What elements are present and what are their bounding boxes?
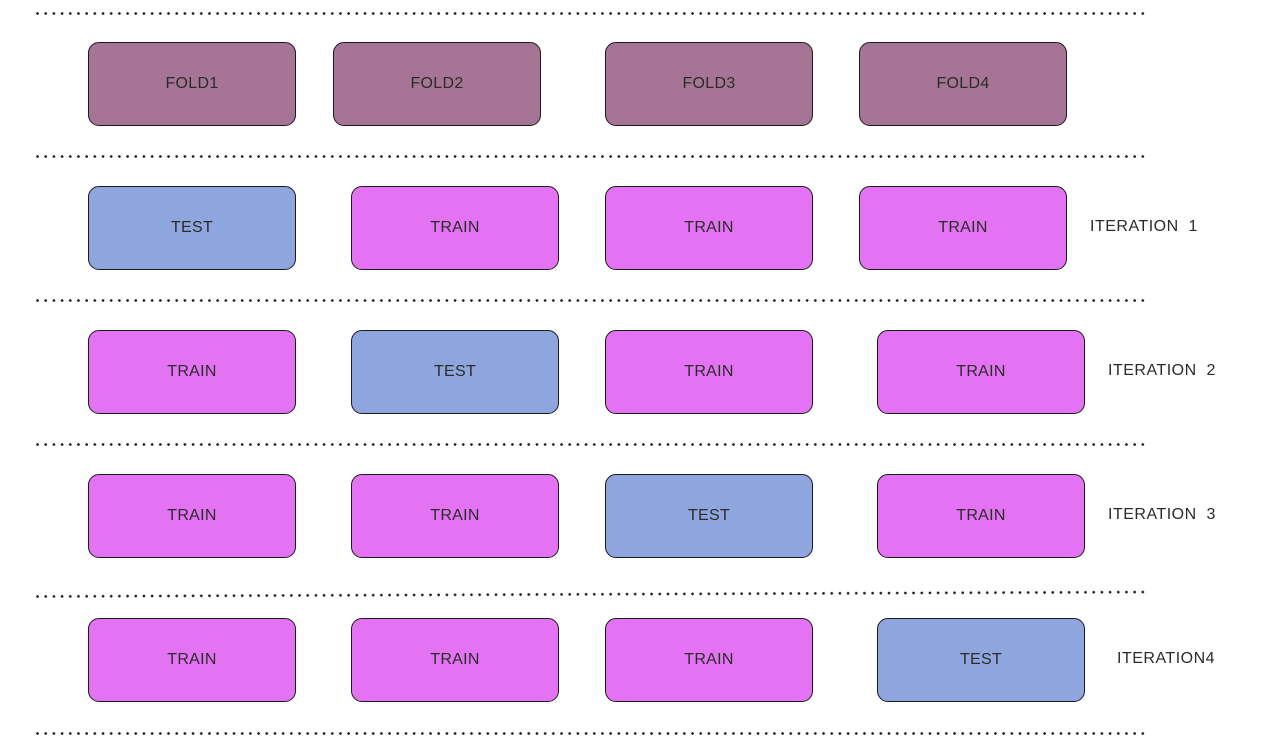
train-box: TRAIN <box>88 618 296 702</box>
fold-box: FOLD4 <box>859 42 1067 126</box>
test-box: TEST <box>877 618 1085 702</box>
train-box: TRAIN <box>351 474 559 558</box>
train-box: TRAIN <box>88 330 296 414</box>
dotted-separator <box>35 590 1148 598</box>
dotted-separator <box>36 155 1148 158</box>
test-box: TEST <box>351 330 559 414</box>
train-box: TRAIN <box>877 474 1085 558</box>
train-box: TRAIN <box>351 618 559 702</box>
train-box: TRAIN <box>605 330 813 414</box>
iteration-label: ITERATION4 <box>1117 650 1216 667</box>
test-box: TEST <box>88 186 296 270</box>
test-box: TEST <box>605 474 813 558</box>
train-box: TRAIN <box>859 186 1067 270</box>
train-box: TRAIN <box>605 186 813 270</box>
iteration-label: ITERATION 1 <box>1090 218 1198 235</box>
fold-box: FOLD2 <box>333 42 541 126</box>
train-box: TRAIN <box>88 474 296 558</box>
dotted-separator <box>36 12 1148 15</box>
dotted-separator <box>36 299 1148 302</box>
train-box: TRAIN <box>351 186 559 270</box>
dotted-separator <box>36 443 1148 446</box>
fold-box: FOLD1 <box>88 42 296 126</box>
fold-box: FOLD3 <box>605 42 813 126</box>
dotted-separator <box>36 732 1148 735</box>
iteration-label: ITERATION 3 <box>1108 506 1216 523</box>
iteration-label: ITERATION 2 <box>1108 362 1216 379</box>
train-box: TRAIN <box>877 330 1085 414</box>
train-box: TRAIN <box>605 618 813 702</box>
